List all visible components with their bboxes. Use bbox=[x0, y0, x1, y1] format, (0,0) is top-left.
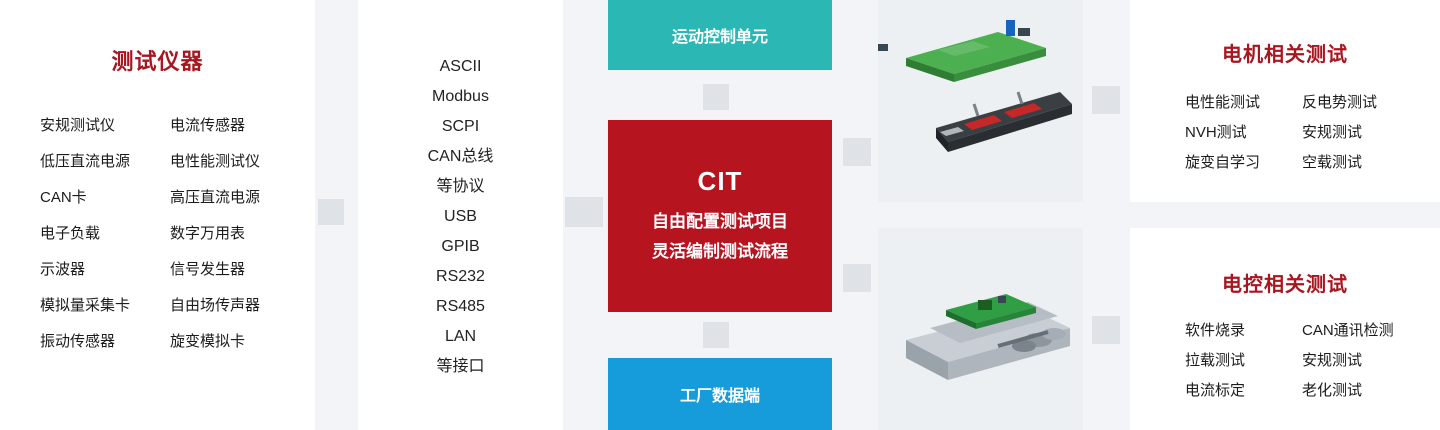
controller-test-item: CAN通讯检测 bbox=[1302, 322, 1394, 339]
controller-test-item: 拉载测试 bbox=[1185, 352, 1246, 369]
protocol-item: GPIB bbox=[441, 238, 480, 255]
motor-tests-title: 电机相关测试 bbox=[1222, 44, 1348, 66]
panel-test-instruments: 测试仪器 安规测试仪 低压直流电源 CAN卡 电子负载 示波器 模拟量采集卡 振… bbox=[0, 0, 315, 430]
instrument-item: 自由场传声器 bbox=[170, 297, 261, 314]
controller-test-item: 电流标定 bbox=[1185, 382, 1246, 399]
instrument-item: 振动传感器 bbox=[40, 333, 116, 350]
panel-controller-tests: 电控相关测试 软件烧录 拉载测试 电流标定 CAN通讯检测 安规测试 老化测试 bbox=[1130, 228, 1440, 430]
controller-tests-title: 电控相关测试 bbox=[1222, 274, 1348, 296]
connector-block bbox=[843, 264, 871, 292]
protocol-item: USB bbox=[444, 208, 477, 225]
instrument-item: CAN卡 bbox=[40, 189, 87, 206]
protocol-item: Modbus bbox=[432, 88, 489, 105]
connector-block bbox=[565, 197, 603, 227]
controller-tests-column-1: 软件烧录 拉载测试 电流标定 bbox=[1185, 316, 1245, 406]
instrument-item: 电子负载 bbox=[40, 225, 101, 242]
instrument-item: 数字万用表 bbox=[170, 225, 246, 242]
protocol-item: CAN总线 bbox=[427, 148, 494, 165]
connector-block bbox=[318, 199, 344, 225]
motor-test-item: 安规测试 bbox=[1302, 124, 1363, 141]
instruments-column-1: 安规测试仪 低压直流电源 CAN卡 电子负载 示波器 模拟量采集卡 振动传感器 bbox=[40, 108, 130, 360]
motor-test-item: 空载测试 bbox=[1302, 154, 1363, 171]
protocol-item: SCPI bbox=[441, 118, 480, 135]
cit-box: CIT 自由配置测试项目 灵活编制测试流程 bbox=[608, 120, 832, 312]
motor-test-item: 电性能测试 bbox=[1185, 94, 1261, 111]
connector-block bbox=[1092, 316, 1120, 344]
motor-tests-column-2: 反电势测试 安规测试 空载测试 bbox=[1302, 88, 1377, 178]
instrument-item: 高压直流电源 bbox=[170, 189, 261, 206]
instruments-column-2: 电流传感器 电性能测试仪 高压直流电源 数字万用表 信号发生器 自由场传声器 旋… bbox=[170, 108, 260, 360]
protocol-item: RS485 bbox=[436, 298, 485, 315]
panel-motor-tests: 电机相关测试 电性能测试 NVH测试 旋变自学习 反电势测试 安规测试 空载测试 bbox=[1130, 0, 1440, 202]
factory-data-label: 工厂数据端 bbox=[679, 388, 760, 405]
instrument-item: 电流传感器 bbox=[170, 117, 246, 134]
connector-block bbox=[703, 322, 729, 348]
controller-test-platform-illustration bbox=[906, 294, 1070, 380]
protocol-item: 等接口 bbox=[436, 358, 485, 375]
motor-test-item: NVH测试 bbox=[1185, 124, 1247, 141]
protocol-item: LAN bbox=[444, 328, 477, 345]
instrument-item: 安规测试仪 bbox=[40, 117, 116, 134]
motor-test-rig-illustration bbox=[878, 20, 1072, 152]
panel-protocols: ASCII Modbus SCPI CAN总线 等协议 USB GPIB RS2… bbox=[358, 0, 563, 430]
motion-control-label: 运动控制单元 bbox=[671, 29, 768, 46]
controller-test-item: 老化测试 bbox=[1302, 382, 1363, 399]
instrument-item: 旋变模拟卡 bbox=[170, 333, 246, 350]
protocol-item: RS232 bbox=[436, 268, 485, 285]
instrument-item: 模拟量采集卡 bbox=[40, 297, 131, 314]
cit-line-2: 灵活编制测试流程 bbox=[652, 241, 788, 261]
panel-motor-illustration bbox=[878, 0, 1083, 202]
protocol-item: 等协议 bbox=[436, 178, 485, 195]
protocol-list: ASCII Modbus SCPI CAN总线 等协议 USB GPIB RS2… bbox=[358, 52, 563, 382]
motor-tests-column-1: 电性能测试 NVH测试 旋变自学习 bbox=[1185, 88, 1260, 178]
panel-controller-illustration bbox=[878, 228, 1083, 430]
motion-control-box: 运动控制单元 bbox=[608, 0, 832, 70]
cit-title: CIT bbox=[697, 165, 743, 196]
cit-line-1: 自由配置测试项目 bbox=[652, 211, 788, 231]
connector-block bbox=[703, 84, 729, 110]
controller-test-item: 软件烧录 bbox=[1185, 322, 1246, 339]
motor-test-item: 旋变自学习 bbox=[1185, 154, 1261, 171]
controller-test-item: 安规测试 bbox=[1302, 352, 1363, 369]
instrument-item: 低压直流电源 bbox=[40, 153, 131, 170]
factory-data-box: 工厂数据端 bbox=[608, 358, 832, 430]
connector-block bbox=[1092, 86, 1120, 114]
motor-test-item: 反电势测试 bbox=[1302, 94, 1378, 111]
connector-block bbox=[843, 138, 871, 166]
protocol-item: ASCII bbox=[439, 58, 482, 75]
instrument-item: 电性能测试仪 bbox=[170, 153, 261, 170]
test-instruments-title: 测试仪器 bbox=[111, 49, 204, 74]
controller-tests-column-2: CAN通讯检测 安规测试 老化测试 bbox=[1302, 316, 1394, 406]
instrument-item: 示波器 bbox=[40, 261, 86, 278]
instrument-item: 信号发生器 bbox=[170, 261, 246, 278]
